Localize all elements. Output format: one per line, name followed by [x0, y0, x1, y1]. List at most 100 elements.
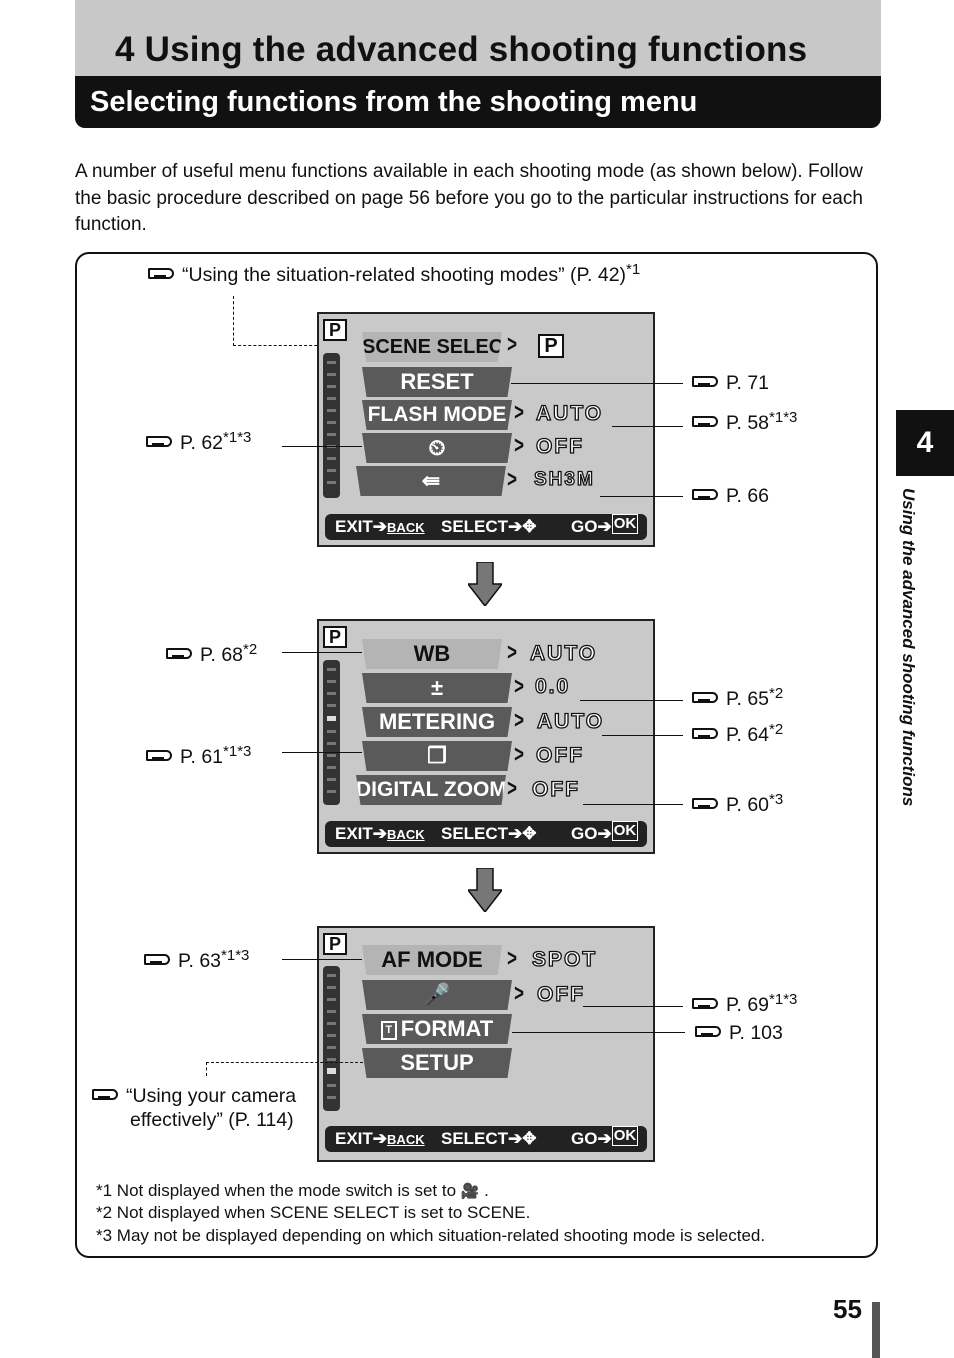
movie-camera-icon: 🎥: [460, 1183, 480, 1200]
pointing-hand-icon: [692, 376, 718, 387]
ok-button-icon: OK: [611, 821, 639, 841]
tab-sound-record[interactable]: 🎤: [362, 980, 512, 1010]
tab-digital-zoom[interactable]: DIGITAL ZOOM: [356, 775, 506, 805]
ref-p61: P. 61*1*3: [146, 744, 251, 769]
tab-flash-mode[interactable]: FLASH MODE: [362, 400, 512, 430]
scroll-thumb[interactable]: [327, 1068, 336, 1074]
value-drive: OFF: [535, 743, 584, 767]
mode-p-value: P: [538, 334, 564, 358]
tab-metering[interactable]: METERING: [362, 707, 512, 737]
section-title: Selecting functions from the shooting me…: [90, 86, 698, 118]
scroll-tick: [327, 373, 336, 376]
pointing-hand-icon: [166, 648, 192, 659]
pointing-hand-icon: [692, 416, 718, 427]
section-header-bar: [75, 76, 881, 128]
scroll-tick: [327, 397, 336, 400]
chapter-side-tab: 4: [896, 410, 954, 476]
scroll-track: [323, 660, 340, 805]
scroll-tick: [327, 1096, 336, 1099]
scroll-thumb[interactable]: [327, 716, 336, 721]
tab-af-mode[interactable]: AF MODE: [362, 945, 502, 975]
pointing-hand-icon: [692, 692, 718, 703]
ok-button-icon: OK: [611, 514, 639, 534]
ref-p69: P. 69*1*3: [692, 992, 797, 1017]
pointing-hand-icon: [146, 750, 172, 761]
scroll-tick: [327, 790, 336, 793]
chevron-right-icon: >: [514, 741, 524, 768]
scroll-tick: [327, 778, 336, 781]
chapter-header-bar: [75, 0, 881, 78]
tab-scene-select[interactable]: SCENE SELECT: [362, 332, 502, 362]
footnote-1: *1 Not displayed when the mode switch is…: [96, 1181, 489, 1200]
scroll-tick: [327, 457, 336, 460]
ref-p66: P. 66: [692, 485, 769, 508]
scroll-tick: [327, 1010, 336, 1013]
tab-quality[interactable]: ⇚: [356, 466, 506, 496]
diagram-frame: [75, 252, 878, 1258]
ref-camera-effectively-line2: effectively” (P. 114): [130, 1109, 294, 1131]
chevron-right-icon: >: [514, 432, 524, 459]
leader-line: [602, 735, 683, 736]
page-number: 55: [833, 1294, 862, 1324]
chevron-right-icon: >: [514, 707, 524, 734]
menu-bottom-bar: EXIT➔BACK SELECT➔✥ GO➔OK: [325, 514, 647, 540]
pointing-hand-icon: [148, 268, 174, 279]
intro-paragraph: A number of useful menu functions availa…: [75, 161, 863, 235]
menu-bottom-bar: EXIT➔BACK SELECT➔✥ GO➔OK: [325, 821, 647, 847]
scroll-tick: [327, 1046, 336, 1049]
mode-p-badge: P: [323, 933, 347, 955]
scroll-tick: [327, 433, 336, 436]
tab-setup[interactable]: SETUP: [362, 1048, 512, 1078]
exit-label: EXIT➔BACK: [335, 517, 425, 536]
page-number-bar: [872, 1302, 880, 1358]
value-quality: SH3M: [533, 468, 595, 490]
tab-drive[interactable]: ❐: [362, 741, 512, 771]
value-af-mode: SPOT: [531, 947, 598, 971]
exit-label: EXIT➔BACK: [335, 824, 425, 843]
leader-dashed: [206, 1062, 363, 1063]
value-sound-record: OFF: [536, 982, 585, 1006]
leader-line: [583, 804, 683, 805]
chevron-right-icon: >: [507, 331, 517, 358]
ref-situation-modes: “Using the situation-related shooting mo…: [148, 262, 640, 287]
scroll-track: [323, 966, 340, 1111]
tab-wb[interactable]: WB: [362, 639, 502, 669]
ref-p71: P. 71: [692, 372, 769, 395]
select-label: SELECT➔✥: [441, 1129, 537, 1148]
ref-p64: P. 64*2: [692, 722, 783, 747]
pointing-hand-icon: [692, 798, 718, 809]
leader-line: [282, 446, 362, 447]
chevron-right-icon: >: [507, 775, 517, 802]
down-arrow-icon: [468, 562, 502, 606]
go-label: GO➔OK: [571, 1126, 639, 1148]
scroll-tick: [327, 766, 336, 769]
leader-line: [282, 652, 362, 653]
tab-exposure-comp[interactable]: ±: [362, 673, 512, 703]
leader-line: [511, 383, 683, 384]
value-flash-mode: AUTO: [535, 401, 604, 425]
chevron-right-icon: >: [507, 639, 517, 666]
tab-self-timer[interactable]: ⏲: [362, 433, 512, 463]
scroll-track: [323, 353, 340, 498]
leader-line: [600, 496, 683, 497]
mode-p-badge: P: [323, 626, 347, 648]
leader-line: [583, 1006, 683, 1007]
pointing-hand-icon: [144, 954, 170, 965]
ref-p65: P. 65*2: [692, 686, 783, 711]
down-arrow-icon: [468, 868, 502, 912]
pointing-hand-icon: [692, 728, 718, 739]
tab-reset[interactable]: RESET: [362, 367, 512, 397]
scroll-tick: [327, 385, 336, 388]
card-icon: T: [380, 1021, 397, 1040]
ref-p60: P. 60*3: [692, 792, 783, 817]
go-label: GO➔OK: [571, 821, 639, 843]
value-exposure-comp: 0.0: [534, 674, 571, 698]
exit-label: EXIT➔BACK: [335, 1129, 425, 1148]
chevron-right-icon: >: [507, 466, 517, 493]
chevron-right-icon: >: [514, 399, 524, 426]
menu-bottom-bar: EXIT➔BACK SELECT➔✥ GO➔OK: [325, 1126, 647, 1152]
scroll-tick: [327, 680, 336, 683]
ref-p68: P. 68*2: [166, 642, 257, 667]
leader-line: [282, 959, 362, 960]
